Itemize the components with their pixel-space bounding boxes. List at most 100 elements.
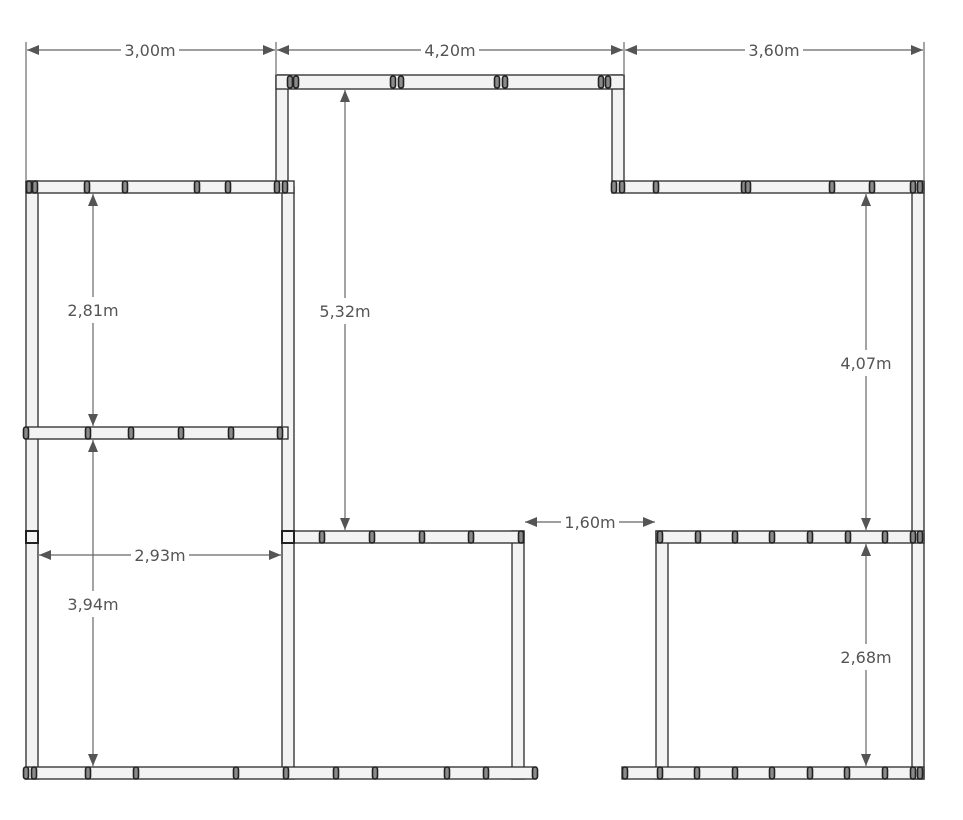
wall-marker (909, 530, 917, 544)
wall-marker (881, 766, 889, 780)
wall-marker (844, 530, 852, 544)
dimension-arrow (88, 414, 98, 426)
wall-marker (656, 766, 664, 780)
corner-post (25, 530, 39, 544)
walls (25, 74, 925, 780)
wall-marker (881, 530, 889, 544)
wall-marker (177, 426, 185, 440)
wall-marker (656, 530, 664, 544)
wall-marker (84, 426, 92, 440)
wall-marker (276, 426, 284, 440)
wall-marker (25, 180, 33, 194)
dimension-arrow (340, 90, 350, 102)
dim-label-left-lower-height: 3,94m (67, 595, 118, 614)
wall-top-center (275, 74, 625, 90)
wall-marker (397, 75, 405, 89)
wall-marker (227, 426, 235, 440)
dimension-arrow (263, 45, 275, 55)
dimension-arrow (643, 517, 655, 527)
wall-marker (604, 75, 612, 89)
wall-right-room-top (655, 530, 925, 544)
dimension-labels: 3,00m 4,20m 3,60m 2,81m 3,94m 2,93m 5,32… (67, 41, 891, 667)
wall-left-rooms-right (281, 186, 295, 780)
wall-center-right-upper (611, 74, 625, 188)
wall-marker (467, 530, 475, 544)
wall-marker (292, 75, 300, 89)
dimension-arrow (625, 45, 637, 55)
wall-marker (281, 180, 289, 194)
wall-marker (232, 766, 240, 780)
wall-marker (597, 75, 605, 89)
wall-marker (22, 426, 30, 440)
dim-label-right-upper-height: 4,07m (840, 354, 891, 373)
wall-marker (916, 180, 924, 194)
corner-post (281, 530, 295, 544)
wall-marker (273, 180, 281, 194)
dimension-arrow (861, 544, 871, 556)
wall-marker (493, 75, 501, 89)
dimension-arrow (861, 194, 871, 206)
wall-center-room-top (281, 530, 525, 544)
wall-marker (368, 530, 376, 544)
dimension-arrow (277, 45, 289, 55)
wall-marker (610, 180, 618, 194)
wall-right-room-left (655, 530, 669, 780)
dim-label-center-height: 5,32m (319, 302, 370, 321)
dimension-arrow (88, 440, 98, 452)
wall-marker (744, 180, 752, 194)
wall-marker (916, 530, 924, 544)
wall-marker (909, 180, 917, 194)
wall-marker (843, 766, 851, 780)
dim-label-right-lower-height: 2,68m (840, 648, 891, 667)
wall-center-left-upper (275, 74, 289, 188)
wall-marker (318, 530, 326, 544)
wall-marker (22, 766, 30, 780)
wall-marker (618, 180, 626, 194)
wall-marker (531, 766, 539, 780)
wall-right-outer (911, 180, 925, 780)
wall-marker (482, 766, 490, 780)
wall-marker (224, 180, 232, 194)
wall-marker (84, 766, 92, 780)
dimension-arrow (269, 550, 281, 560)
wall-marker (282, 766, 290, 780)
wall-marker (443, 766, 451, 780)
wall-marker (731, 766, 739, 780)
wall-marker (652, 180, 660, 194)
wall-marker (31, 180, 39, 194)
wall-marker (371, 766, 379, 780)
dimension-arrow (39, 550, 51, 560)
dim-label-top-center: 4,20m (424, 41, 475, 60)
wall-marker (693, 766, 701, 780)
dimension-arrow (340, 518, 350, 530)
wall-marker (806, 766, 814, 780)
wall-marker (121, 180, 129, 194)
dim-label-gap-width: 1,60m (564, 513, 615, 532)
wall-marker (30, 766, 38, 780)
dimension-arrow (27, 45, 39, 55)
wall-marker (418, 530, 426, 544)
wall-marker (83, 180, 91, 194)
wall-marker (768, 766, 776, 780)
dimension-lines (25, 42, 925, 766)
wall-center-room-right (511, 530, 525, 780)
wall-marker (286, 75, 294, 89)
wall-marker (332, 766, 340, 780)
dimension-arrow (861, 754, 871, 766)
wall-marker (517, 530, 525, 544)
wall-markers (22, 75, 924, 780)
wall-marker (868, 180, 876, 194)
wall-marker (389, 75, 397, 89)
wall-marker (768, 530, 776, 544)
dim-label-top-right: 3,60m (748, 41, 799, 60)
dimension-arrow (861, 518, 871, 530)
wall-marker (828, 180, 836, 194)
dim-label-left-lower-width: 2,93m (134, 546, 185, 565)
wall-marker (132, 766, 140, 780)
dim-label-left-upper-height: 2,81m (67, 301, 118, 320)
dimension-arrow (88, 754, 98, 766)
wall-marker (909, 766, 917, 780)
wall-marker (501, 75, 509, 89)
dimension-arrow (911, 45, 923, 55)
